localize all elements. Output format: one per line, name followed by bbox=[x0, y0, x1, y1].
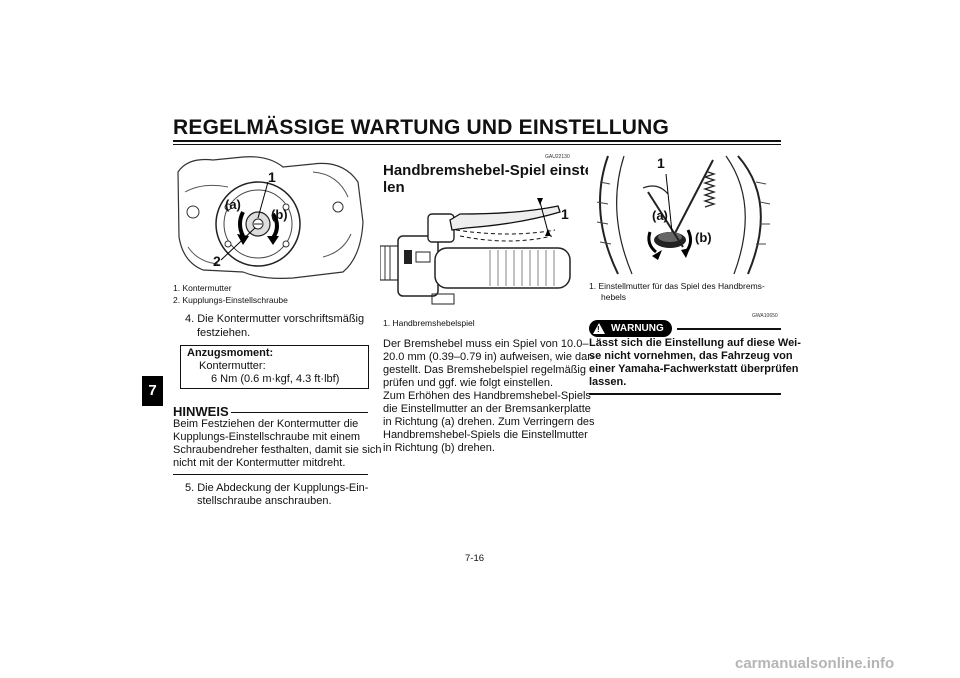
hinweis-title: HINWEIS bbox=[173, 404, 229, 419]
page-title: REGELMÄSSIGE WARTUNG UND EINSTELLUNG bbox=[173, 116, 670, 139]
chapter-tab: 7 bbox=[142, 376, 163, 406]
step-4-cont: festziehen. bbox=[197, 327, 251, 339]
warning-code: GWA10650 bbox=[752, 313, 778, 319]
para-line-6: die Einstellmutter an der Bremsankerplat… bbox=[383, 403, 591, 415]
hinweis-end-rule bbox=[173, 474, 368, 475]
clutch-adjust-figure bbox=[173, 152, 368, 282]
title-rule-thin bbox=[173, 144, 781, 145]
torque-box bbox=[180, 345, 369, 389]
warning-line-4: lassen. bbox=[589, 376, 627, 388]
fig3-label-a: (a) bbox=[652, 208, 668, 223]
para-line-7: in Richtung (a) drehen. Zum Verringern d… bbox=[383, 416, 595, 428]
section-heading-line1: Handbremshebel-Spiel einstel- bbox=[383, 162, 603, 179]
title-rule bbox=[173, 140, 781, 142]
section-code: GAU22130 bbox=[545, 154, 570, 160]
fig2-caption: 1. Handbremshebelspiel bbox=[383, 318, 475, 328]
para-line-2: 20.0 mm (0.39–0.79 in) aufweisen, wie da… bbox=[383, 351, 595, 363]
hinweis-line-4: nicht mit der Kontermutter mitdreht. bbox=[173, 457, 346, 469]
warning-line-3: einer Yamaha-Fachwerkstatt überprüfen bbox=[589, 363, 799, 375]
torque-item: Kontermutter: bbox=[199, 360, 266, 372]
section-heading-line2: len bbox=[383, 179, 405, 196]
hinweis-line-2: Kupplungs-Einstellschraube mit einem bbox=[173, 431, 361, 443]
para-line-3: gestellt. Das Bremshebelspiel regelmäßig bbox=[383, 364, 586, 376]
fig1-caption-1: 1. Kontermutter bbox=[173, 283, 232, 293]
fig3-label-1: 1 bbox=[657, 155, 665, 171]
torque-title: Anzugsmoment: bbox=[187, 347, 274, 359]
para-line-5: Zum Erhöhen des Handbremshebel-Spiels bbox=[383, 390, 591, 402]
fig1-caption-2: 2. Kupplungs-Einstellschraube bbox=[173, 295, 288, 305]
para-line-8: Handbremshebel-Spiels die Einstellmutter bbox=[383, 429, 588, 441]
fig1-label-1: 1 bbox=[268, 169, 276, 185]
fig1-label-2: 2 bbox=[213, 253, 221, 269]
fig3-caption-line1: 1. Einstellmutter für das Spiel des Hand… bbox=[589, 281, 765, 291]
warning-badge: ! WARNUNG bbox=[589, 320, 672, 337]
para-line-1: Der Bremshebel muss ein Spiel von 10.0– bbox=[383, 338, 589, 350]
warning-badge-label: WARNUNG bbox=[611, 323, 664, 334]
fig2-label-1: 1 bbox=[561, 206, 569, 222]
warning-line-2: se nicht vornehmen, das Fahrzeug von bbox=[589, 350, 793, 362]
fig1-label-a: (a) bbox=[225, 197, 241, 212]
watermark: carmanualsonline.info bbox=[735, 655, 895, 672]
step-4: 4. Die Kontermutter vorschriftsmäßig bbox=[185, 313, 365, 325]
fig1-label-b: (b) bbox=[271, 207, 288, 222]
warning-line-1: Lässt sich die Einstellung auf diese Wei… bbox=[589, 337, 801, 349]
hinweis-line-1: Beim Festziehen der Kontermutter die bbox=[173, 418, 359, 430]
fig3-caption-line2: hebels bbox=[601, 292, 627, 302]
para-line-9: in Richtung (b) drehen. bbox=[383, 442, 495, 454]
fig3-label-b: (b) bbox=[695, 230, 712, 245]
brake-adjuster-figure bbox=[588, 152, 782, 276]
para-line-4: prüfen und ggf. wie folgt einstellen. bbox=[383, 377, 554, 389]
brake-lever-figure bbox=[380, 196, 575, 314]
hinweis-rule bbox=[231, 412, 368, 413]
step-5-cont: stellschraube anschrauben. bbox=[197, 495, 332, 507]
warning-triangle-icon: ! bbox=[593, 323, 605, 334]
warning-top-rule bbox=[677, 328, 781, 330]
torque-value: 6 Nm (0.6 m·kgf, 4.3 ft·lbf) bbox=[211, 373, 340, 385]
step-5: 5. Die Abdeckung der Kupplungs-Ein- bbox=[185, 482, 369, 494]
page-number: 7-16 bbox=[465, 553, 485, 564]
warning-bottom-rule bbox=[589, 393, 781, 395]
hinweis-line-3: Schraubendreher festhalten, damit sie si… bbox=[173, 444, 382, 456]
